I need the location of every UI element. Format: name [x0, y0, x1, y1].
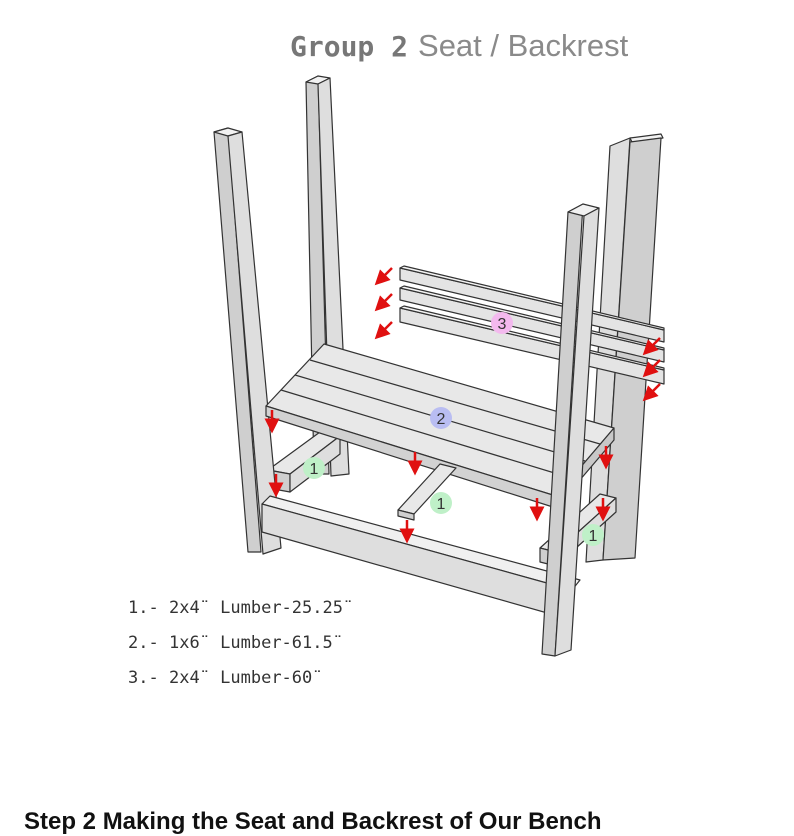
arrow-diagonal-icon	[374, 267, 393, 286]
callout-1-label: 1	[589, 528, 598, 545]
arrow-diagonal-icon	[642, 359, 661, 378]
parts-list: 1.- 2x4¨ Lumber-25.25¨ 2.- 1x6¨ Lumber-6…	[128, 596, 353, 701]
callout-1-label: 1	[437, 496, 446, 513]
parts-list-item: 3.- 2x4¨ Lumber-60¨	[128, 666, 353, 701]
callout-1: 1	[430, 492, 452, 514]
callout-1-label: 1	[310, 461, 319, 478]
callout-2: 2	[430, 407, 452, 429]
part-number: 1.-	[128, 598, 159, 618]
part-description: 2x4¨ Lumber-25.25¨	[168, 598, 354, 618]
arrow-diagonal-icon	[642, 383, 661, 402]
callout-1-badge	[430, 492, 452, 514]
group-label: Group 2	[290, 30, 409, 63]
callout-1: 1	[582, 524, 604, 546]
callout-2-badge	[430, 407, 452, 429]
callout-3-label: 3	[498, 316, 507, 333]
parts-list-item: 1.- 2x4¨ Lumber-25.25¨	[128, 596, 353, 631]
callout-2-label: 2	[437, 411, 446, 428]
left-side-rail	[267, 431, 341, 493]
step-heading: Step 2 Making the Seat and Backrest of O…	[24, 808, 602, 835]
diagram-title: Group 2 Seat / Backrest	[290, 28, 628, 64]
arrow-diagonal-icon	[642, 337, 661, 356]
part-number: 3.-	[128, 668, 159, 688]
callout-1: 1	[303, 457, 325, 479]
part-description: 2x4¨ Lumber-60¨	[168, 668, 323, 688]
callout-1-badge	[582, 524, 604, 546]
part-description: 1x6¨ Lumber-61.5¨	[168, 633, 343, 653]
parts-list-item: 2.- 1x6¨ Lumber-61.5¨	[128, 631, 353, 666]
front-right-post	[541, 203, 600, 657]
group-subtitle: Seat / Backrest	[418, 28, 629, 63]
callout-3: 3	[491, 312, 513, 334]
front-left-post	[213, 127, 282, 555]
part-number: 2.-	[128, 633, 159, 653]
arrow-diagonal-icon	[374, 321, 393, 340]
center-support	[397, 463, 457, 521]
callout-3-badge	[491, 312, 513, 334]
callout-1-badge	[303, 457, 325, 479]
arrow-diagonal-icon	[374, 293, 393, 312]
